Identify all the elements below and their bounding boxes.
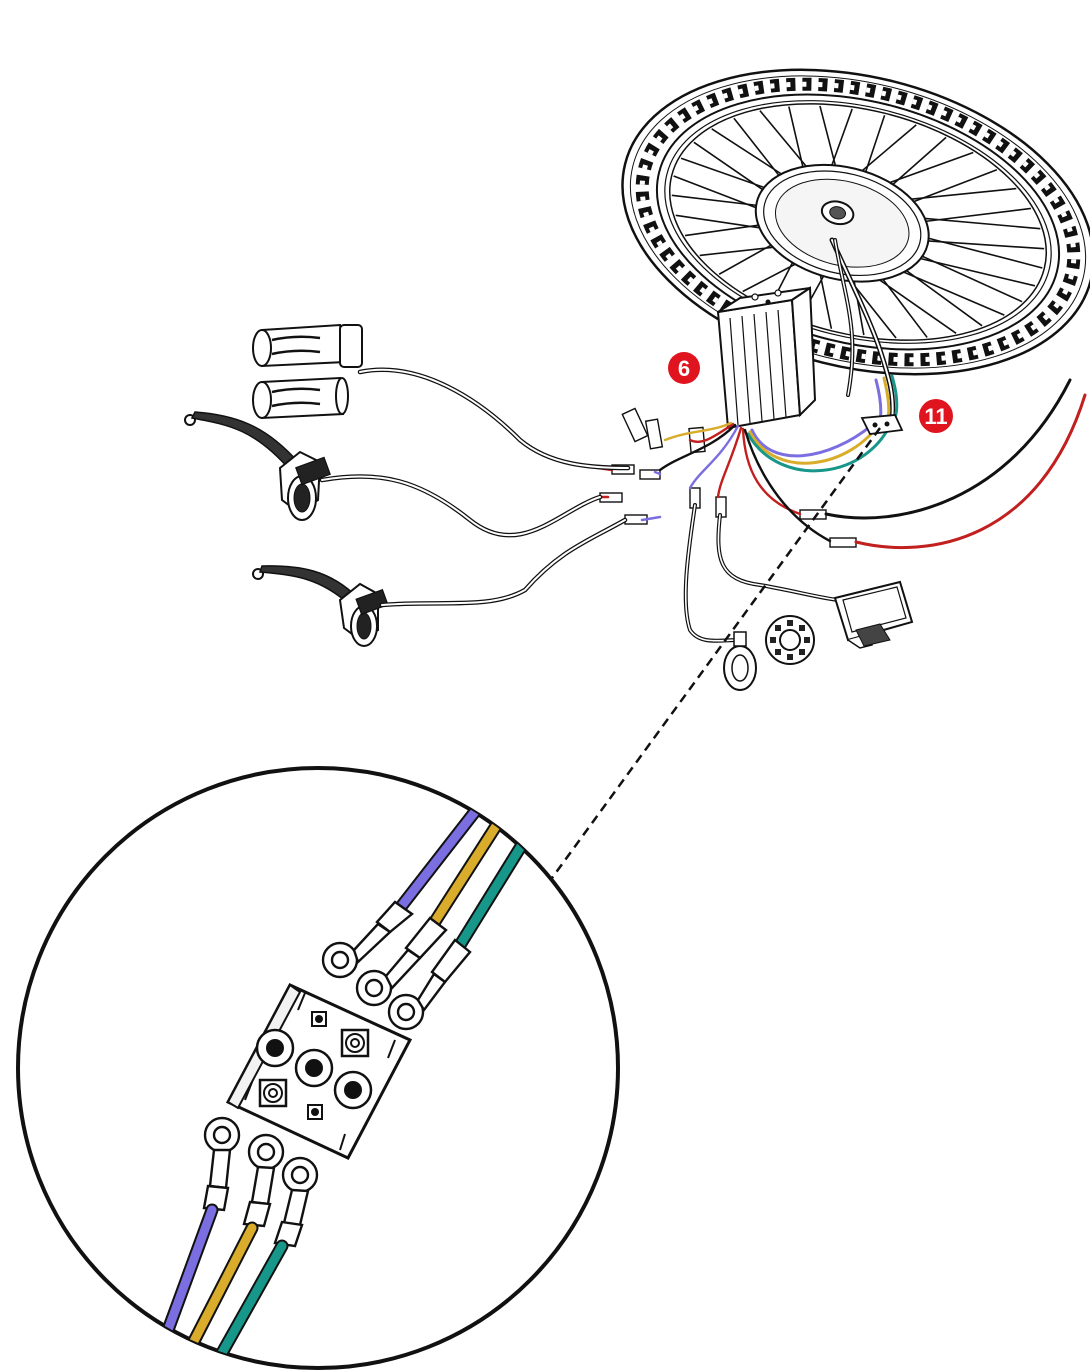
pas-magnet — [799, 649, 805, 655]
callout-6: 6 — [668, 352, 700, 384]
brake-cable-upper — [319, 474, 603, 538]
pas-magnet — [775, 649, 781, 655]
spoke — [693, 141, 767, 193]
pas-magnet — [787, 620, 793, 626]
spoke — [742, 261, 799, 293]
brake-lever-upper — [184, 411, 331, 521]
twist-throttle-grip — [252, 323, 363, 368]
pas-magnet — [799, 625, 805, 631]
lcd-display — [833, 580, 914, 649]
spoke — [902, 267, 983, 327]
zoom-leader-line — [550, 427, 882, 879]
lower-phase-wires — [161, 1203, 289, 1367]
controller-output-wires — [658, 421, 832, 543]
svg-text:6: 6 — [678, 356, 690, 381]
spoke — [885, 151, 974, 185]
spoke — [924, 239, 1045, 250]
spoke — [918, 253, 1023, 303]
spoke — [920, 217, 1041, 230]
pedal-assist-sensor — [723, 615, 815, 691]
spoke — [907, 187, 1017, 201]
controller-connectors — [599, 407, 857, 548]
spoke — [858, 124, 917, 174]
red-positive-lead — [854, 393, 1087, 550]
pas-magnet — [804, 637, 810, 643]
wheel-spokes — [671, 105, 1045, 339]
spoke — [675, 214, 764, 230]
svg-text:11: 11 — [924, 404, 947, 429]
spoke — [830, 108, 853, 169]
spoke — [818, 271, 833, 329]
pas-magnet — [770, 637, 776, 643]
upper-phase-wires — [393, 793, 535, 952]
black-negative-lead — [824, 378, 1072, 520]
detail-circle — [16, 766, 620, 1370]
spoke — [819, 105, 837, 169]
throttle-cable — [357, 367, 631, 471]
spoke — [733, 117, 782, 179]
spoke — [880, 276, 928, 338]
motor-cable — [829, 237, 896, 423]
controller-box — [716, 286, 817, 430]
pas-magnet — [787, 654, 793, 660]
spoke — [788, 106, 805, 171]
spoke — [699, 246, 778, 257]
terminal-connector — [860, 414, 904, 435]
upper-ring-terminals — [321, 900, 472, 1031]
spoke — [673, 175, 761, 210]
hub-motor-wheel — [621, 68, 1090, 376]
phase-wire-terminal-block — [225, 983, 413, 1160]
brake-lever-lower — [252, 565, 389, 647]
plain-grip — [252, 376, 349, 420]
callout-11: 11 — [919, 399, 953, 433]
battery-leads — [824, 378, 1087, 550]
pas-magnet — [775, 625, 781, 631]
display-cable — [716, 513, 840, 602]
